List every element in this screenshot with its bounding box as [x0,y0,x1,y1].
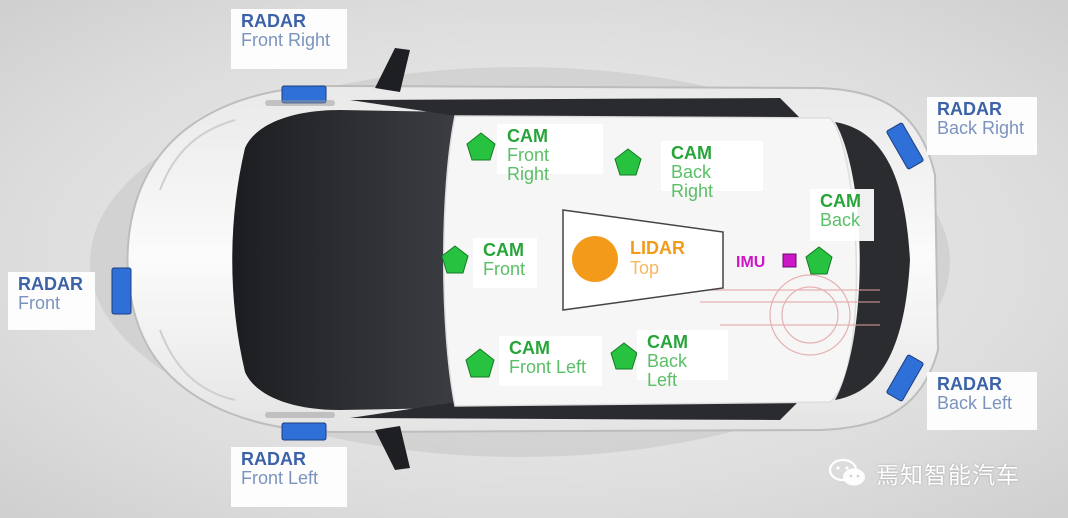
sensor-position: Front [483,260,527,279]
sensor-position: Front [18,294,85,313]
radar-front-icon [112,268,131,314]
cam-back-left-label: CAM Back Left [637,330,728,380]
sensor-type: RADAR [241,450,337,469]
wheel [265,412,335,418]
wheel [265,100,335,106]
radar-front-left-label: RADAR Front Left [231,447,347,507]
cam-front-right-label: CAM Front Right [497,124,603,174]
imu-sensor-icon [783,254,796,267]
sensor-position: Back Right [671,163,753,201]
windshield [232,110,455,410]
sensor-type: RADAR [937,375,1027,394]
sensor-position: Back Right [937,119,1027,138]
sensor-position: Back Left [937,394,1027,413]
sensor-position: Top [630,259,685,279]
sensor-position: Front Left [241,469,337,488]
sensor-type: CAM [671,144,753,163]
sensor-type: CAM [483,241,527,260]
lidar-sensor-icon [572,236,618,282]
sensor-type: CAM [647,333,718,352]
wechat-icon [828,458,868,488]
radar-front-label: RADAR Front [8,272,95,330]
sensor-type: RADAR [937,100,1027,119]
sensor-position: Front Right [507,146,593,184]
radar-front-right-label: RADAR Front Right [231,9,347,69]
radar-back-left-label: RADAR Back Left [927,372,1037,430]
cam-back-right-label: CAM Back Right [661,141,763,191]
imu-label: IMU [736,254,765,272]
sensor-type: RADAR [241,12,337,31]
sensor-position: Back Left [647,352,718,390]
cam-back-label: CAM Back [810,189,874,241]
sensor-position: Front Left [509,358,592,377]
lidar-top-label: LIDAR Top [630,239,685,279]
sensor-type: CAM [509,339,592,358]
radar-front-left-icon [282,423,326,440]
sensor-type: LIDAR [630,239,685,259]
watermark-text: 焉知智能汽车 [876,456,1020,490]
cam-front-left-label: CAM Front Left [499,336,602,386]
cam-front-label: CAM Front [473,238,537,288]
sensor-position: Back [820,211,864,230]
sensor-type: RADAR [18,275,85,294]
sensor-position: Front Right [241,31,337,50]
radar-back-right-label: RADAR Back Right [927,97,1037,155]
sensor-type: CAM [820,192,864,211]
watermark: 焉知智能汽车 [828,456,1020,490]
sensor-type: CAM [507,127,593,146]
